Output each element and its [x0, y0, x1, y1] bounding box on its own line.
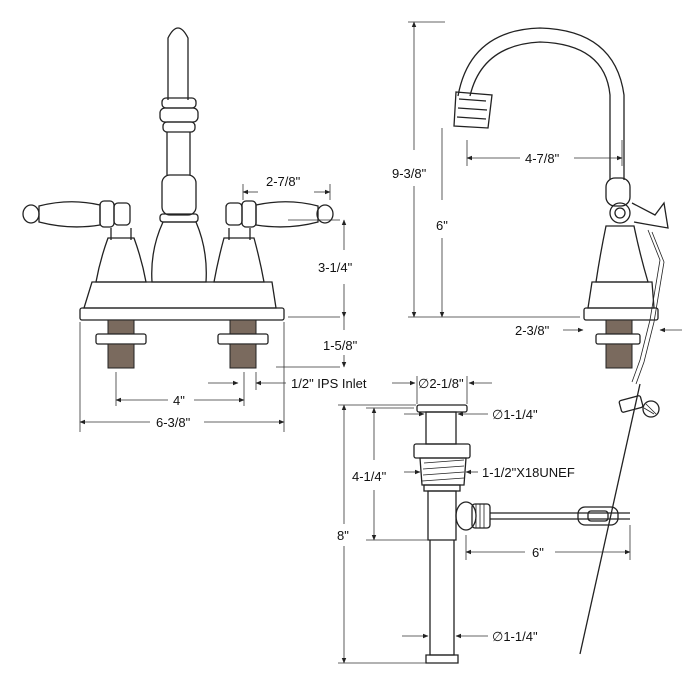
dim-4-7-8: 4-7/8" — [525, 151, 560, 166]
dim-4: 4" — [173, 393, 185, 408]
front-view-faucet — [22, 27, 334, 369]
dim-dia-2-1-8: ∅2-1/8" — [418, 376, 464, 391]
dim-6-3-8: 6-3/8" — [156, 415, 191, 430]
dim-8: 8" — [337, 528, 349, 543]
dim-6-side: 6" — [436, 218, 448, 233]
dim-1-5-8: 1-5/8" — [323, 338, 358, 353]
dim-dia-1-1-4-bottom: ∅1-1/4" — [492, 629, 538, 644]
side-view-faucet — [453, 27, 669, 385]
dim-2-3-8: 2-3/8" — [515, 323, 550, 338]
front-view-dimensions: 2-7/8" 3-1/4" 1-5/8" 4" 6-3/8" 1/2" IPS … — [79, 174, 367, 432]
dim-3-1-4: 3-1/4" — [318, 260, 353, 275]
drain-dimensions: ∅2-1/8" ∅1-1/4" 1-1/2"X18UNEF 4-1/4" 8" … — [337, 376, 631, 664]
dim-2-7-8: 2-7/8" — [266, 174, 301, 189]
dim-ips-inlet: 1/2" IPS Inlet — [291, 376, 367, 391]
dim-4-1-4: 4-1/4" — [352, 469, 387, 484]
dim-6-drain: 6" — [532, 545, 544, 560]
dim-9-3-8: 9-3/8" — [392, 166, 427, 181]
drain-assembly — [413, 383, 660, 664]
dim-thread: 1-1/2"X18UNEF — [482, 465, 575, 480]
side-view-dimensions: 9-3/8" 6" 4-7/8" 2-3/8" — [392, 21, 682, 338]
dim-dia-1-1-4-top: ∅1-1/4" — [492, 407, 538, 422]
